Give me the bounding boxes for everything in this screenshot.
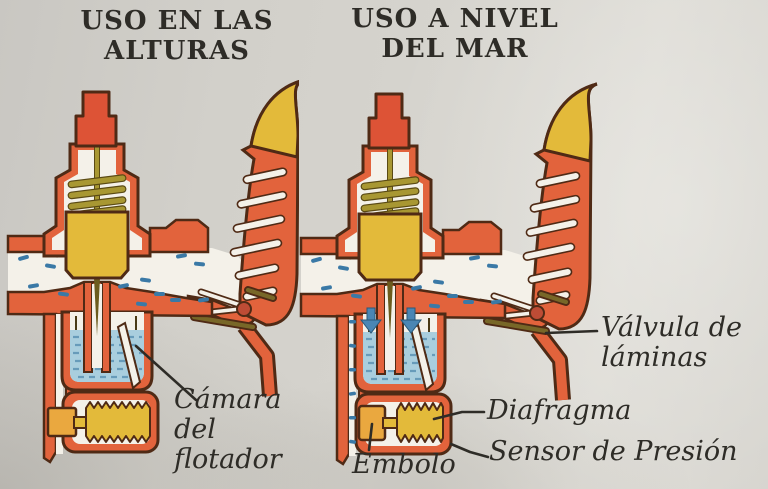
pointer-diafragma <box>432 410 486 421</box>
label-pressure-sensor: Sensor de Presión <box>489 436 738 467</box>
title-altitude-line1: USO EN LAS <box>80 6 274 36</box>
label-float-chamber-line1: Cámara <box>174 384 282 415</box>
pointer-sensor <box>449 442 490 459</box>
pressure-arrows <box>359 307 423 334</box>
label-piston: Embolo <box>352 449 456 480</box>
label-float-chamber-line2: del <box>174 414 216 445</box>
title-altitude-line2: ALTURAS <box>104 36 250 66</box>
title-altitude: USO EN LAS ALTURAS <box>58 6 296 66</box>
pointer-valvula <box>544 329 599 335</box>
label-reed-valve: Válvula de láminas <box>601 313 742 373</box>
label-reed-valve-line2: láminas <box>601 342 708 373</box>
diagram-altitude <box>6 80 304 464</box>
pointer-embolo <box>367 422 374 452</box>
diaphragm-contracted <box>357 402 444 443</box>
title-sea-level-line2: DEL MAR <box>381 34 529 64</box>
label-float-chamber: Cámara del flotador <box>174 385 282 475</box>
title-sea-level-line1: USO A NIVEL <box>351 4 559 34</box>
label-diaphragm: Diafragma <box>487 395 632 426</box>
diaphragm-expanded <box>46 401 151 443</box>
diagram-sea-level <box>299 84 597 466</box>
label-reed-valve-line1: Válvula de <box>601 312 742 343</box>
label-float-chamber-line3: flotador <box>174 444 282 475</box>
pointer-camara <box>134 344 198 402</box>
title-sea-level: USO A NIVEL DEL MAR <box>336 4 574 64</box>
channel-flow-dashes <box>348 320 357 444</box>
sensor-piston-left <box>46 406 78 438</box>
